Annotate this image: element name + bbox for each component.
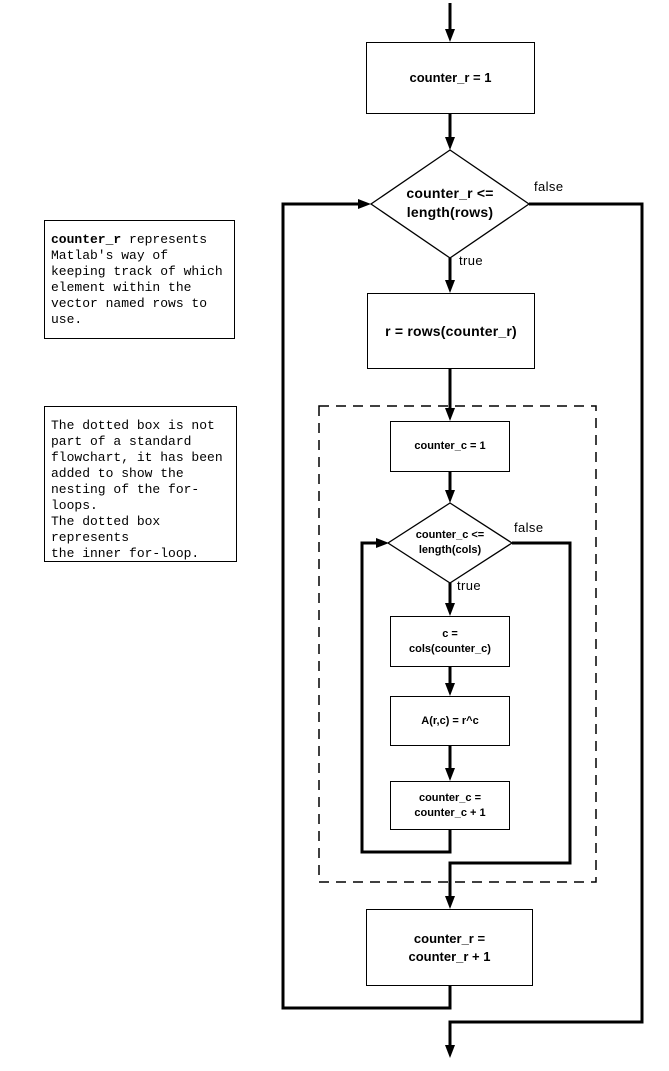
note-line: loops. xyxy=(51,498,98,513)
note-line: flowchart, it has been xyxy=(51,450,223,465)
arrowhead-icon xyxy=(445,896,455,909)
outer-decision-line2: length(rows) xyxy=(406,204,494,220)
edge-inner-loopback xyxy=(360,541,452,854)
arrowhead-icon xyxy=(445,408,455,421)
arrowhead-icon xyxy=(376,538,389,548)
note-line: counter_r represents xyxy=(51,232,231,248)
inner-decision-line2: length(cols) xyxy=(418,544,482,556)
process-label: r = rows(counter_r) xyxy=(385,322,517,339)
process-label: counter_c = 1 xyxy=(414,440,486,452)
outer-decision-diamond xyxy=(369,149,531,259)
process-box-assign-r: r = rows(counter_r) xyxy=(367,293,535,369)
inner-decision-line1: counter_c <= xyxy=(415,529,485,541)
note-line: represents xyxy=(51,530,130,545)
arrowhead-icon xyxy=(445,1045,455,1058)
arrowhead-icon xyxy=(445,29,455,42)
arrowheads xyxy=(358,29,455,1058)
flow-lines xyxy=(281,3,644,1046)
inner-decision-diamond xyxy=(386,502,514,584)
process-box-increment-counter-r: counter_r = counter_r + 1 xyxy=(366,909,533,986)
outer-true-label: true xyxy=(459,253,484,268)
arrowhead-icon xyxy=(445,280,455,293)
process-label-line2: counter_r + 1 xyxy=(408,948,491,964)
arrowhead-icon xyxy=(445,683,455,696)
note-box-dotted-box: The dotted box is not part of a standard… xyxy=(44,406,237,562)
note-box-counter-r: counter_r represents Matlab's way of kee… xyxy=(44,220,235,339)
process-box-init-counter-r: counter_r = 1 xyxy=(366,42,535,114)
inner-true-label: true xyxy=(457,578,482,593)
edge-outer-loopback xyxy=(281,202,452,1010)
process-box-assign-c: c = cols(counter_c) xyxy=(390,616,510,667)
process-box-init-counter-c: counter_c = 1 xyxy=(390,421,510,472)
note-line: The dotted box is not xyxy=(51,418,215,433)
arrowhead-icon xyxy=(445,768,455,781)
note-line: nesting of the for- xyxy=(51,482,200,497)
edge-outer-false-exit xyxy=(448,202,644,1046)
process-label: A(r,c) = r^c xyxy=(421,714,479,727)
process-label-line1: counter_r = xyxy=(413,930,486,946)
process-label-line1: c = xyxy=(442,627,458,640)
note-line: use. xyxy=(51,312,83,327)
note-line: element within the xyxy=(51,280,192,295)
process-label-line2: counter_c + 1 xyxy=(414,806,486,819)
edge-inner-false xyxy=(448,541,572,897)
note-line: the inner for-loop. xyxy=(51,546,200,561)
arrowhead-icon xyxy=(445,603,455,616)
outer-decision-label: counter_r <= length(rows) xyxy=(370,184,530,222)
note-line-rest: represents xyxy=(121,232,208,247)
note-line: Matlab's way of xyxy=(51,248,169,263)
outer-false-label: false xyxy=(534,179,564,194)
outer-decision-line1: counter_r <= xyxy=(406,185,494,201)
decision-diamonds xyxy=(369,149,531,584)
arrowhead-icon xyxy=(445,490,455,503)
note-line: vector named rows to xyxy=(51,296,208,311)
note-line: The dotted box xyxy=(51,514,161,529)
process-label-line2: cols(counter_c) xyxy=(409,642,491,655)
note-line: keeping track of which xyxy=(51,264,223,279)
arrowhead-icon xyxy=(445,137,455,150)
inner-loop-dotted-box xyxy=(318,405,597,883)
inner-decision-label: counter_c <= length(cols) xyxy=(390,528,510,558)
process-box-compute-a: A(r,c) = r^c xyxy=(390,696,510,746)
process-label-line1: counter_c = xyxy=(418,791,482,804)
process-box-increment-counter-c: counter_c = counter_c + 1 xyxy=(390,781,510,830)
process-label: counter_r = 1 xyxy=(409,70,492,85)
note-line: part of a standard xyxy=(51,434,192,449)
note-line: added to show the xyxy=(51,466,184,481)
inner-false-label: false xyxy=(514,520,544,535)
arrowhead-icon xyxy=(358,199,371,209)
note-bold-term: counter_r xyxy=(51,232,122,247)
